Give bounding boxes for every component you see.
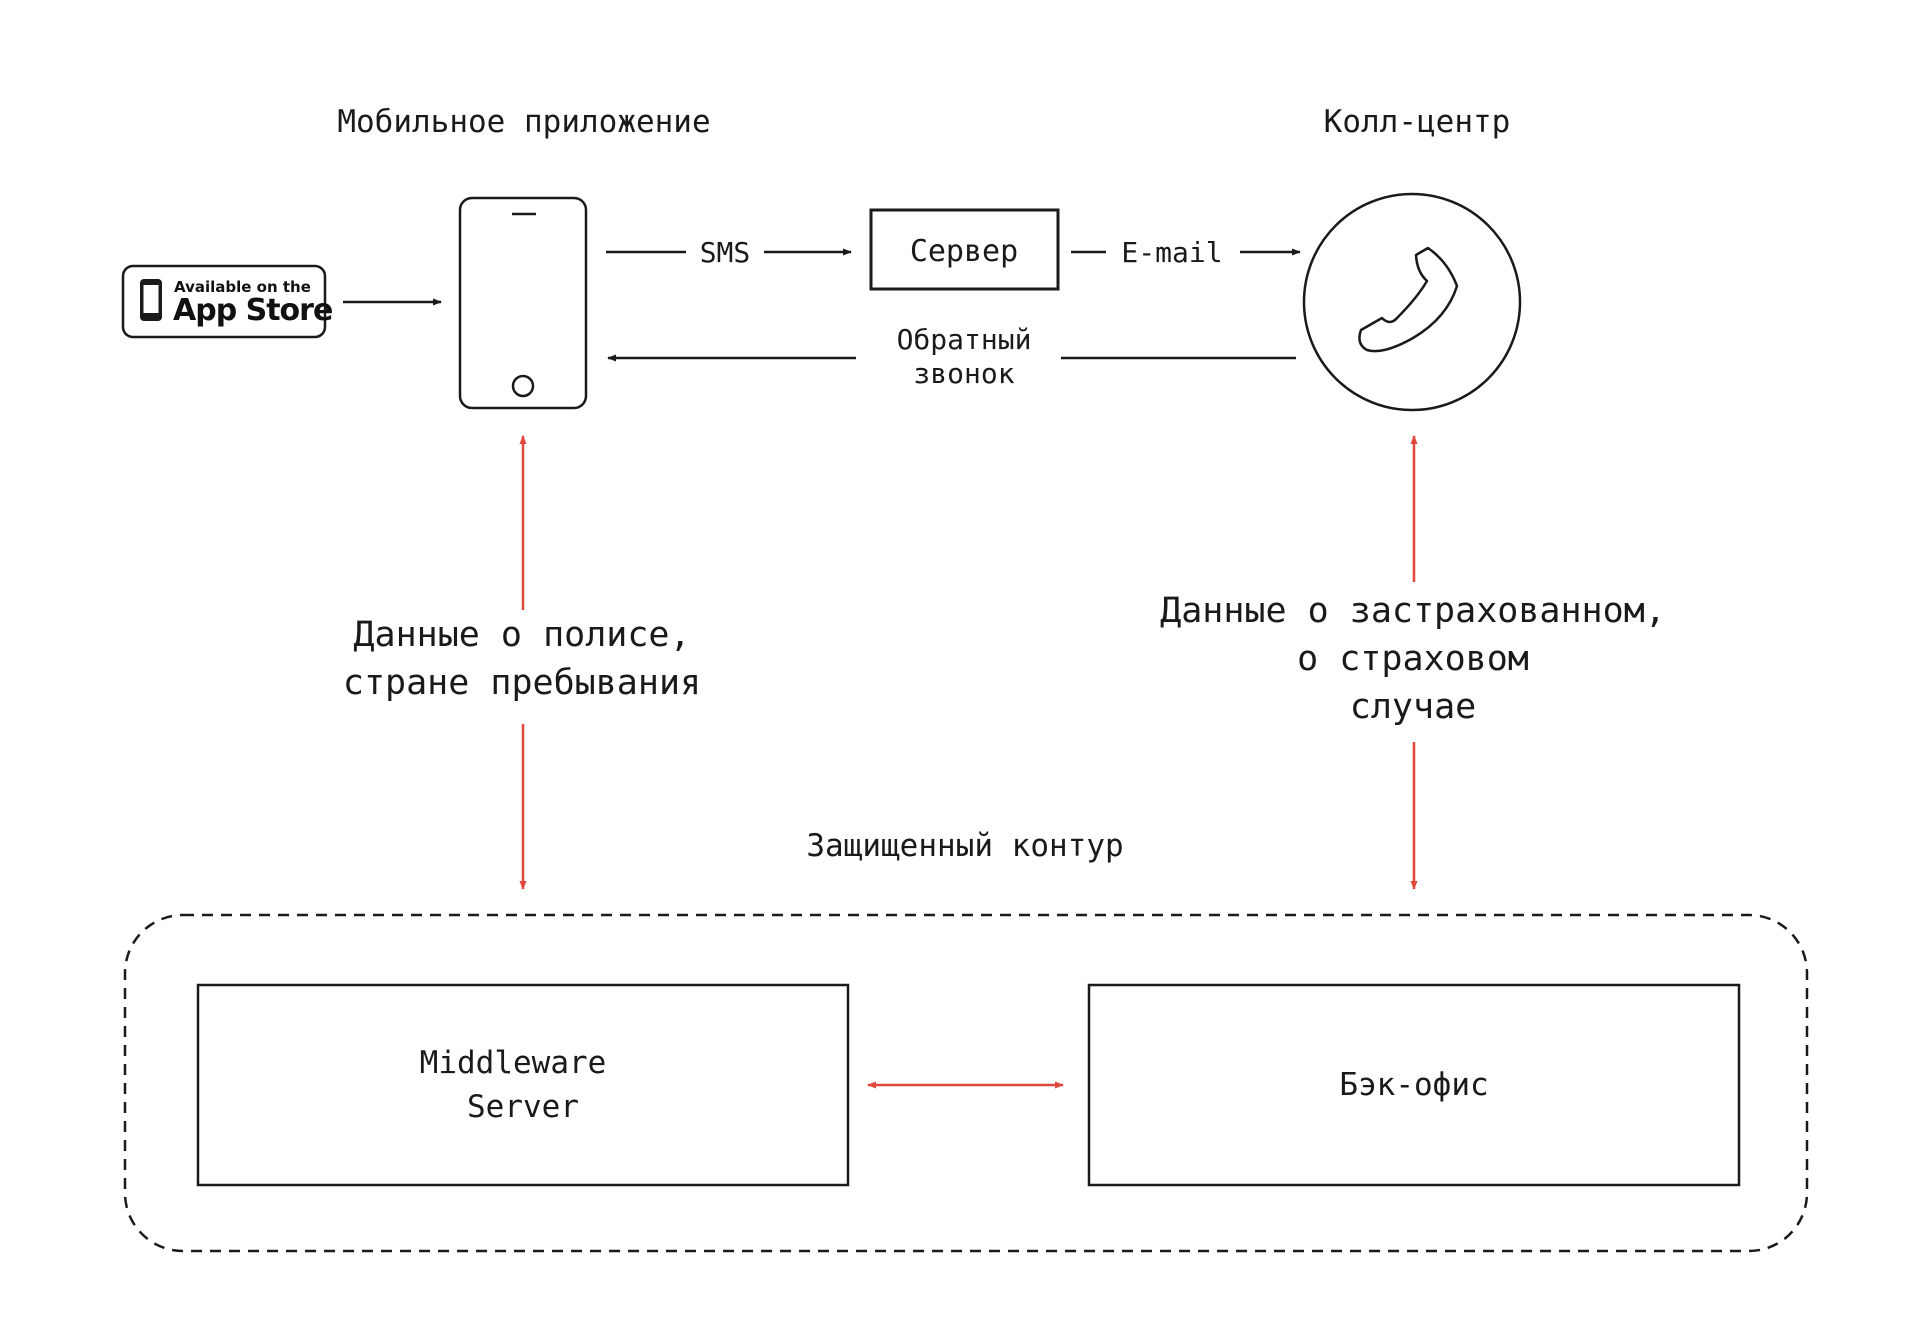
secure-perimeter-boundary (123, 913, 1809, 1253)
call-center-node (1302, 192, 1522, 412)
policy-data-label-line1: Данные о полисе, (353, 615, 690, 655)
sms-label: SMS (700, 236, 751, 269)
insured-data-label-line2: о страховом (1297, 639, 1529, 679)
insured-data-label-line1: Данные о застрахованном, (1160, 591, 1666, 631)
apple-phone-glyph-icon (140, 279, 162, 321)
callback-label-line1: Обратный (897, 323, 1032, 356)
insured-data-label-line3: случае (1350, 687, 1476, 727)
policy-data-label-line2: стране пребывания (343, 663, 701, 703)
middleware-label-line1: Middleware (420, 1045, 607, 1081)
badge-line1: Available on the (174, 278, 311, 296)
server-label: Сервер (910, 234, 1018, 269)
middleware-server-box (196, 983, 850, 1187)
callback-label-line2: звонок (913, 357, 1014, 390)
app-store-badge[interactable]: Available on the App Store (121, 264, 333, 339)
server-box (869, 208, 1060, 291)
secure-perimeter-label: Защищенный контур (806, 828, 1123, 864)
heading-call-center: Колл-центр (1324, 104, 1511, 140)
backoffice-box (1087, 983, 1741, 1187)
backoffice-label: Бэк-офис (1339, 1067, 1488, 1103)
email-label: E-mail (1121, 236, 1222, 269)
middleware-label-line2: Server (467, 1089, 579, 1125)
phone-handset-icon (1358, 246, 1459, 353)
smartphone-icon (458, 196, 588, 410)
heading-mobile-app: Мобильное приложение (337, 104, 710, 140)
badge-line2: App Store (173, 293, 332, 328)
